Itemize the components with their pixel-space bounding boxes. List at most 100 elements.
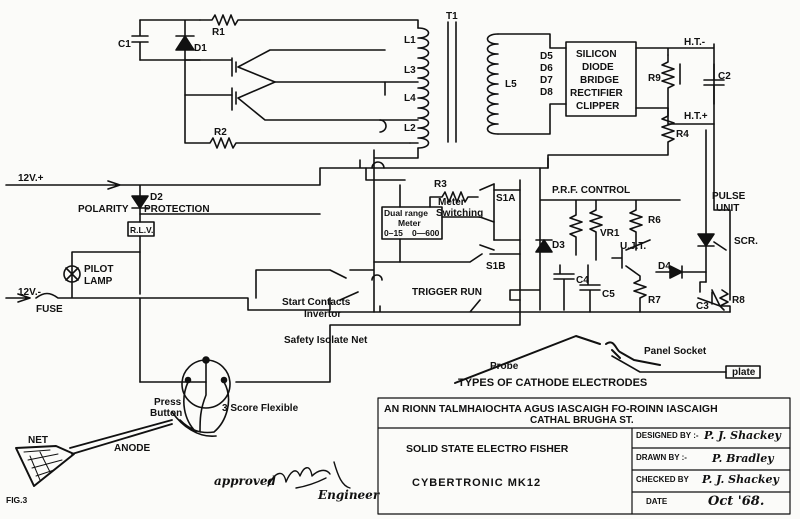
pilot-lamp [63, 265, 81, 283]
label-ujt: U.J.T. [620, 241, 647, 252]
label-vr1: VR1 [600, 228, 620, 239]
label-c1: C1 [118, 39, 131, 50]
l5-secondary [486, 33, 567, 135]
ujt-transistor [611, 239, 651, 313]
r1-resistor [199, 14, 419, 29]
label-pilot: PILOT [84, 264, 114, 275]
label-range-high: 0—600 [412, 228, 440, 238]
label-rectifier-2: DIODE [582, 62, 614, 73]
label-c5: C5 [602, 289, 615, 300]
lower-transistor [231, 81, 381, 121]
label-d7: D7 [540, 75, 553, 86]
bottom-return [329, 291, 731, 313]
c2-capacitor [703, 63, 725, 105]
drawing-model: CYBERTRONIC MK12 [412, 477, 542, 489]
plate-box [725, 365, 761, 379]
approval-signature [267, 461, 351, 489]
d3-diode [535, 239, 553, 253]
label-scr: SCR. [734, 236, 758, 247]
label-d2: D2 [150, 192, 163, 203]
label-d5: D5 [540, 51, 553, 62]
label-lamp: LAMP [84, 276, 113, 287]
label-r2: R2 [214, 127, 227, 138]
label-c2: C2 [718, 71, 731, 82]
label-r4: R4 [676, 129, 689, 140]
label-s1b: S1B [486, 261, 506, 272]
label-meter-switching-1: Meter [438, 197, 465, 208]
label-press: Press [154, 397, 182, 408]
label-fuse: FUSE [36, 304, 63, 315]
d1-diode [175, 35, 195, 51]
label-rectifier-5: CLIPPER [576, 101, 620, 112]
label-ht-plus: H.T.+ [684, 111, 708, 122]
probe [454, 335, 661, 384]
positive-rail [5, 157, 549, 197]
label-l1: L1 [404, 35, 416, 46]
label-safety-isolate: Safety Isolate Net [284, 335, 368, 346]
label-plate: plate [732, 367, 756, 378]
rlv-relay [127, 221, 155, 237]
label-anode: ANODE [114, 443, 151, 454]
press-button-switch [171, 356, 231, 437]
label-3-score-flexible: 3 Score Flexible [222, 403, 299, 414]
label-figure-number: FIG.3 [6, 495, 28, 505]
designed-by-label: DESIGNED BY :- [636, 431, 699, 440]
label-r1: R1 [212, 27, 225, 38]
label-l3: L3 [404, 65, 416, 76]
label-probe: Probe [490, 361, 519, 372]
transistor-base-link [184, 59, 233, 96]
checked-by-value: P. J. Shackey [702, 473, 779, 486]
label-l4: L4 [404, 93, 416, 104]
date-value: Oct '68. [708, 494, 765, 509]
r9-resistor [661, 54, 681, 109]
ht-rails [635, 43, 715, 125]
label-prf-control: P.R.F. CONTROL [552, 185, 631, 196]
scr-thyristor [697, 129, 727, 283]
label-r3: R3 [434, 179, 447, 190]
title-dept-line1: AN RIONN TALMHAIOCHTA AGUS IASCAIGH FO-R… [384, 403, 718, 415]
label-l2: L2 [404, 123, 416, 134]
label-button: Button [150, 408, 183, 419]
label-c3: C3 [696, 301, 709, 312]
label-engineer: Engineer [318, 488, 380, 502]
net-electrode [15, 445, 75, 487]
r8-resistor [719, 289, 729, 311]
drawing-title: SOLID STATE ELECTRO FISHER [406, 443, 569, 455]
transistor-wiring [184, 49, 386, 96]
label-l5: L5 [505, 79, 517, 90]
r4-resistor [547, 107, 675, 169]
r2-resistor [184, 94, 411, 149]
label-r9: R9 [648, 73, 661, 84]
label-meter-switching-2: Switching [436, 208, 484, 219]
label-s1a: S1A [496, 193, 516, 204]
prf-wiring [509, 167, 681, 311]
date-label: DATE [646, 497, 668, 506]
dual-range-meter-box [381, 206, 443, 240]
label-start-contacts: Start Contacts [282, 297, 351, 308]
label-dual-range: Dual range [384, 208, 428, 218]
label-dual-meter: Meter [398, 218, 421, 228]
label-cathode-types: TYPES OF CATHODE ELECTRODES [458, 377, 648, 389]
label-trigger-run: TRIGGER RUN [412, 287, 482, 298]
wire-crossovers [139, 119, 521, 383]
label-r7: R7 [648, 295, 661, 306]
label-net: NET [28, 435, 48, 446]
label-d6: D6 [540, 63, 553, 74]
title-dept-line2: CATHAL BRUGHA ST. [530, 415, 634, 426]
transformer-core [447, 21, 457, 143]
plate-lead [611, 355, 727, 373]
anode-cable [69, 419, 173, 455]
label-polarity: POLARITY [78, 204, 129, 215]
pulse-unit-wiring [697, 123, 731, 313]
c1-capacitor [131, 19, 149, 61]
label-panel-socket: Panel Socket [644, 346, 707, 357]
label-c4: C4 [576, 275, 589, 286]
d4-diode [655, 265, 707, 279]
label-r8: R8 [732, 295, 745, 306]
label-rectifier-1: SILICON [576, 49, 617, 60]
label-rectifier-3: BRIDGE [580, 75, 619, 86]
label-12v-negative: 12V.- [18, 287, 41, 298]
label-unit: UNIT [716, 203, 740, 214]
label-d8: D8 [540, 87, 553, 98]
label-rectifier-4: RECTIFIER [570, 88, 623, 99]
